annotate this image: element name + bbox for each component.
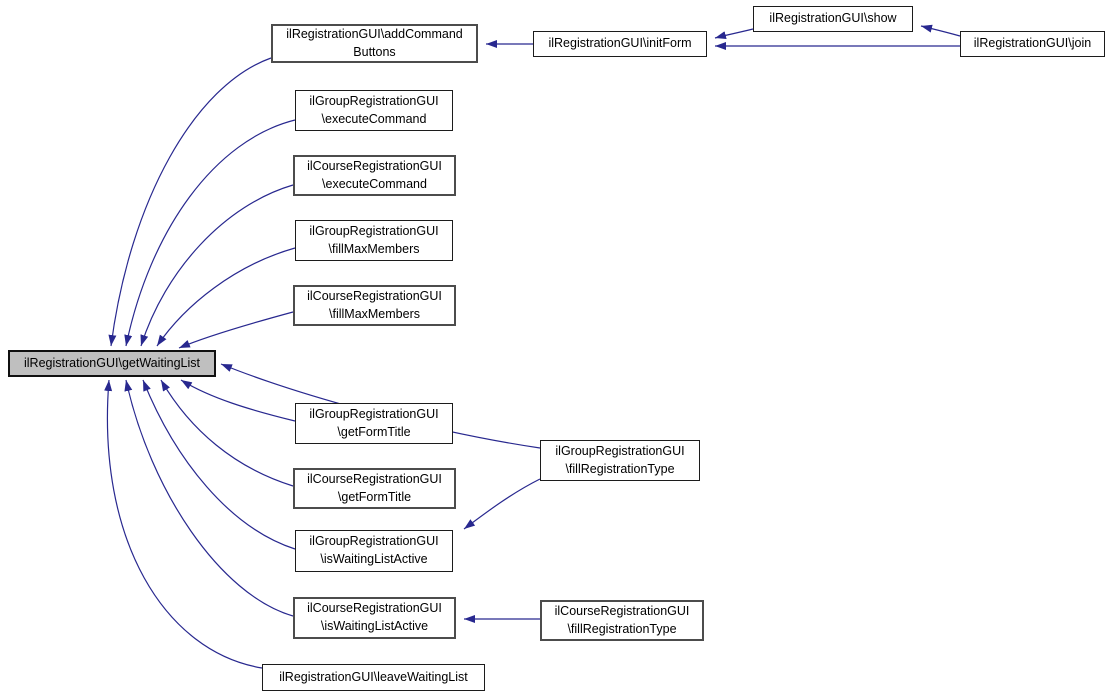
node-grpExecuteCommand[interactable]: ilGroupRegistrationGUI \executeCommand [295,90,453,131]
edge-grpFillMaxMembers-to-getWaitingList [156,247,296,347]
node-getWaitingList[interactable]: ilRegistrationGUI\getWaitingList [8,350,216,377]
node-grpFillMaxMembers[interactable]: ilGroupRegistrationGUI \fillMaxMembers [295,220,453,261]
edge-crsIsWaitingListActive-to-getWaitingList [124,379,294,617]
edge-join-to-show [920,24,961,37]
node-label-line: ilCourseRegistrationGUI [307,471,442,486]
node-label-line: ilGroupRegistrationGUI [309,223,439,238]
node-crsGetFormTitle[interactable]: ilCourseRegistrationGUI \getFormTitle [293,468,456,509]
node-join[interactable]: ilRegistrationGUI\join [960,31,1105,57]
node-label-line: \getFormTitle [337,489,412,504]
node-label-line: \fillMaxMembers [329,306,420,321]
node-crsIsWaitingListActive[interactable]: ilCourseRegistrationGUI \isWaitingListAct… [293,597,456,639]
node-show[interactable]: ilRegistrationGUI\show [753,6,913,32]
node-label-line: ilRegistrationGUI\join [973,36,1092,51]
node-label-line: ilGroupRegistrationGUI [309,93,439,108]
edge-crsFillMaxMembers-to-getWaitingList [178,311,294,349]
node-label-line: \executeCommand [322,176,427,191]
node-label-line: \fillRegistrationType [567,621,677,636]
edge-crsGetFormTitle-to-getWaitingList [160,379,294,487]
node-label-line: ilRegistrationGUI\getWaitingList [24,355,200,370]
node-label-line: \executeCommand [321,111,427,126]
edge-addCommandButtons-to-getWaitingList [108,57,272,347]
edge-grpFillRegistrationType-to-grpIsWaitingListActive [463,478,541,530]
node-label-line: \fillMaxMembers [328,241,420,256]
node-label-line: ilRegistrationGUI\initForm [548,36,692,51]
node-label-line: ilGroupRegistrationGUI [555,443,685,458]
node-label-line: ilGroupRegistrationGUI [309,406,439,421]
edge-crsExecuteCommand-to-getWaitingList [140,184,294,347]
node-grpIsWaitingListActive[interactable]: ilGroupRegistrationGUI \isWaitingListActi… [295,530,453,572]
node-label-line: \isWaitingListActive [320,619,429,633]
node-label-line: ilCourseRegistrationGUI [307,288,442,303]
node-label-line: ilCourseRegistrationGUI [307,158,442,173]
node-label-line: ilGroupRegistrationGUI [309,534,439,549]
node-grpGetFormTitle[interactable]: ilGroupRegistrationGUI \getFormTitle [295,403,453,444]
node-crsFillRegistrationType[interactable]: ilCourseRegistrationGUI \fillRegistration… [540,600,704,641]
node-initForm[interactable]: ilRegistrationGUI\initForm [533,31,707,57]
node-label-line: ilCourseRegistrationGUI [554,603,690,618]
node-label-line: \getFormTitle [337,424,411,439]
node-label-line: ilCourseRegistrationGUI [307,601,442,616]
node-leaveWaitingList[interactable]: ilRegistrationGUI\leaveWaitingList [262,664,485,691]
node-label-line: Buttons [353,44,396,59]
edge-show-to-initForm [714,28,754,39]
node-label-line: \fillRegistrationType [565,461,675,476]
edge-grpIsWaitingListActive-to-getWaitingList [142,379,296,550]
node-label-line: ilRegistrationGUI\leaveWaitingList [279,669,468,684]
node-label-line: \isWaitingListActive [320,552,428,566]
node-crsFillMaxMembers[interactable]: ilCourseRegistrationGUI \fillMaxMembers [293,285,456,326]
node-crsExecuteCommand[interactable]: ilCourseRegistrationGUI \executeCommand [293,155,456,196]
edge-leaveWaitingList-to-getWaitingList [104,379,263,669]
node-label-line: ilRegistrationGUI\addCommand [286,26,463,41]
node-label-line: ilRegistrationGUI\show [769,11,897,26]
node-grpFillRegistrationType[interactable]: ilGroupRegistrationGUI \fillRegistrationT… [540,440,700,481]
edge-grpExecuteCommand-to-getWaitingList [124,119,296,347]
edge-grpGetFormTitle-to-getWaitingList [180,379,296,422]
